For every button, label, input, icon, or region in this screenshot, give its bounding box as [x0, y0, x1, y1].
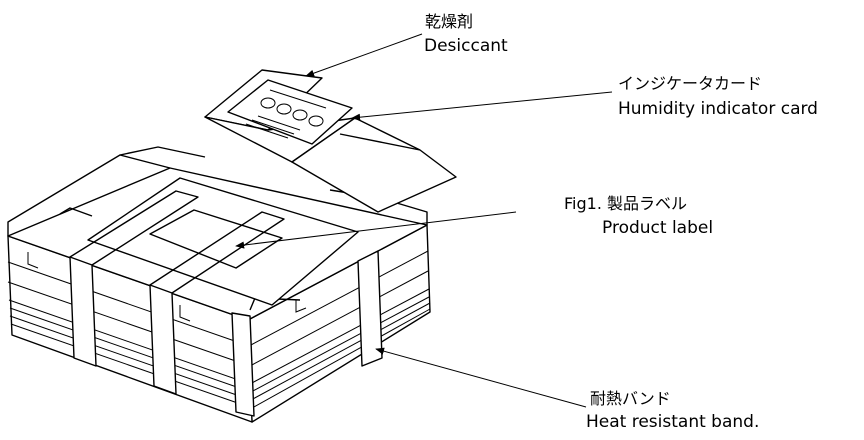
tray-stack	[7, 146, 431, 423]
band-label-en: Heat resistant band.	[586, 412, 760, 432]
product-label-rect	[149, 209, 283, 269]
indicator-card-details	[245, 89, 327, 139]
band-front-1	[69, 256, 97, 367]
arrow-desiccant	[305, 33, 423, 77]
band-right-2	[357, 250, 383, 367]
rim-back	[119, 146, 206, 158]
desiccant-label-jp: 乾燥剤	[425, 12, 474, 31]
product-label-en: Product label	[602, 218, 714, 238]
arrow-indicator	[351, 91, 613, 121]
desiccant-label-en: Desiccant	[424, 36, 508, 56]
product-label-jp: Fig1. 製品ラベル	[564, 194, 687, 213]
arrow-band	[375, 347, 587, 408]
rim-corner-left	[59, 207, 93, 217]
band-top-1	[69, 190, 199, 266]
band-top-2	[149, 211, 285, 294]
tray-lines-front	[7, 261, 253, 409]
tray-lines-right	[248, 250, 431, 409]
rim-back-left	[7, 154, 171, 236]
band-front-2	[149, 284, 177, 395]
indicator-label-jp: インジケータカード	[618, 74, 763, 93]
band-label-jp: 耐熱バンド	[590, 389, 671, 408]
tray-notches	[27, 252, 307, 322]
arrow-product-label	[235, 211, 517, 249]
band-right-1	[231, 312, 255, 417]
indicator-label-en: Humidity indicator card	[618, 99, 818, 119]
bag-fold	[339, 133, 421, 151]
barrier-bag	[204, 69, 457, 213]
bag-flap-right	[291, 117, 457, 213]
